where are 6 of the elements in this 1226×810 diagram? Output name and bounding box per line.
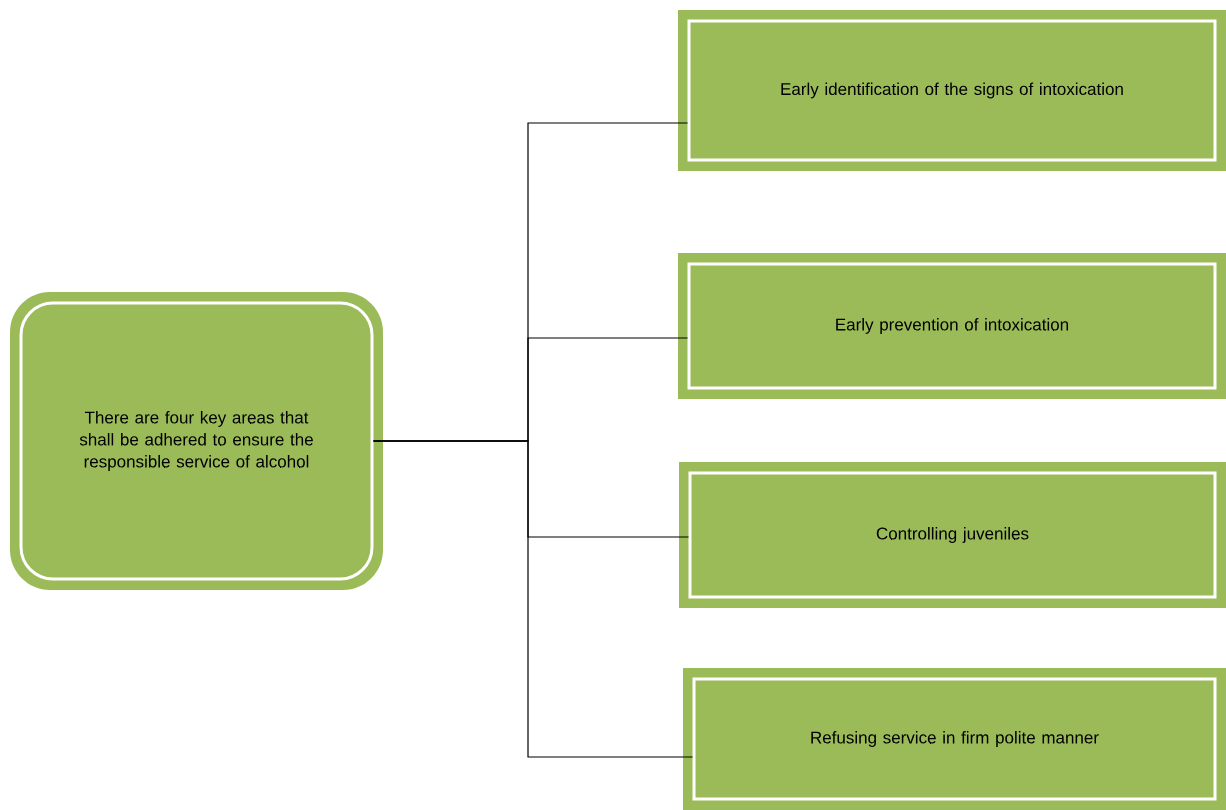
- connector-line: [372, 440, 694, 758]
- text-box: Early prevention of intoxication: [678, 253, 1226, 399]
- text-box: Refusing service in firm polite manner: [683, 668, 1226, 810]
- rounded-box: There are four key areas that shall be adhered to ensure the responsible service of alcohol: [10, 292, 383, 590]
- text-box: Controlling juveniles: [679, 462, 1226, 608]
- text-box: Early identification of the signs of intoxication: [678, 10, 1226, 171]
